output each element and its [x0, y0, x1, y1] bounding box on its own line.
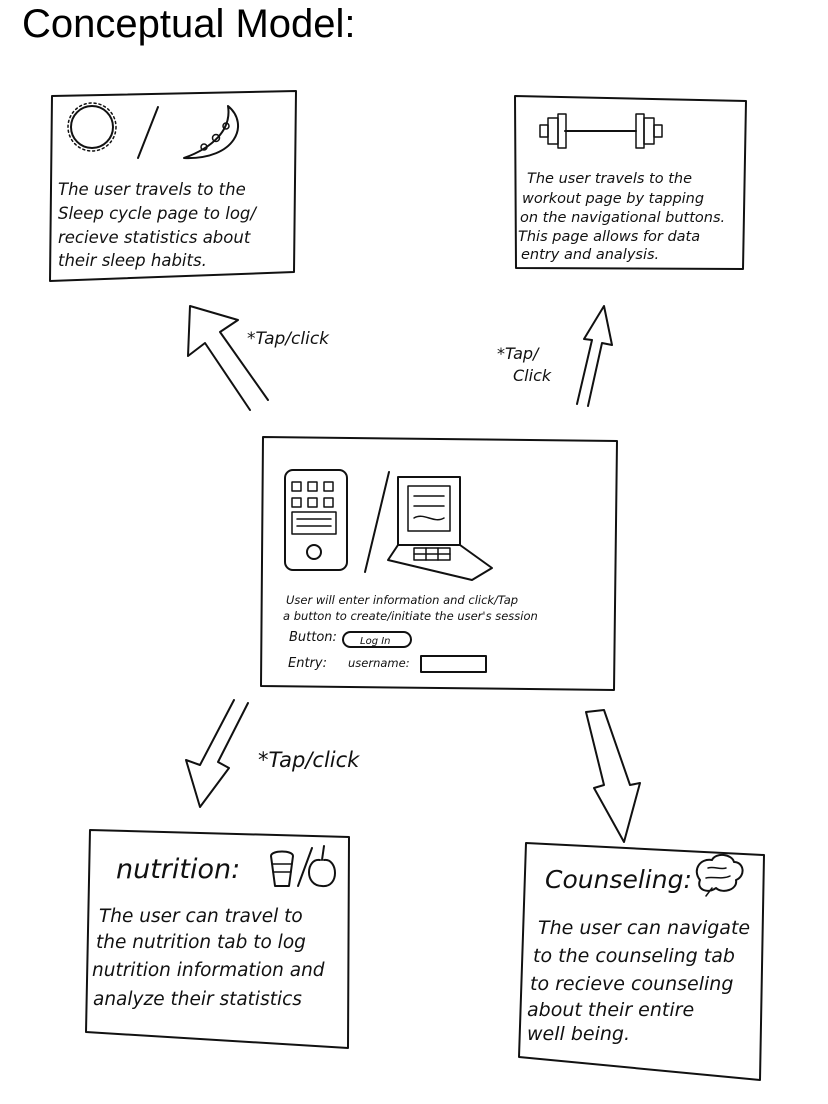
- dumbbell-icon: [539, 113, 663, 149]
- nutrition-heading: nutrition:: [116, 854, 240, 885]
- workout-text-line: entry and analysis.: [521, 247, 659, 263]
- svg-text:The user travels to the: The user travels to the Sleep cycle page…: [58, 180, 261, 270]
- login-text-line: User will enter information and click/Ta…: [286, 593, 518, 607]
- nutrition-box-border: [85, 829, 350, 1049]
- svg-text:The user can travel to t: The user can travel to the nutrition tab…: [92, 906, 330, 1010]
- arrow-to-sleep: [187, 305, 269, 411]
- edge-label-to-nutrition: *Tap/click: [258, 748, 360, 772]
- slash-divider: [297, 847, 313, 887]
- workout-text-line: workout page by tapping: [522, 191, 704, 207]
- counseling-text-line: about their entire: [527, 999, 694, 1021]
- slash-divider: [137, 106, 159, 159]
- workout-node: The user travels to the workout page by …: [514, 95, 747, 270]
- sleep-text-line: their sleep habits.: [58, 251, 207, 270]
- edge-label-to-sleep: *Tap/click: [247, 329, 330, 349]
- login-button-text: Log In: [360, 636, 391, 647]
- counseling-text-line: to the counseling tab: [533, 945, 735, 967]
- username-label: username:: [348, 656, 410, 670]
- sleep-box-border: [49, 90, 297, 282]
- nutrition-text-line: the nutrition tab to log: [96, 932, 306, 953]
- edge-label-to-workout: Click: [513, 366, 552, 385]
- cup-icon: [270, 850, 294, 887]
- button-label: Button:: [289, 630, 337, 645]
- moon-icon: [183, 105, 239, 160]
- username-field-sketch: [420, 655, 487, 673]
- svg-text:*Tap/ Click: *Tap/ Click: [497, 344, 552, 385]
- phone-icon: [284, 469, 348, 571]
- workout-text-line: on the navigational buttons.: [520, 210, 725, 226]
- counseling-text-line: well being.: [527, 1023, 630, 1045]
- login-node: User will enter information and click/Ta…: [260, 436, 618, 691]
- counseling-text-line: The user can navigate: [538, 917, 750, 939]
- counseling-box-border: [518, 842, 765, 1081]
- arrow-to-workout: [576, 305, 613, 407]
- workout-text-line: This page allows for data: [518, 229, 700, 245]
- nutrition-text-line: analyze their statistics: [93, 989, 302, 1010]
- counseling-node: Counseling: The user can navigate to the…: [518, 842, 765, 1081]
- page-title: Conceptual Model:: [22, 2, 356, 46]
- workout-box-border: [514, 95, 747, 270]
- nutrition-text-line: nutrition information and: [92, 960, 325, 981]
- sleep-text-line: Sleep cycle page to log/: [58, 204, 258, 223]
- sleep-node: The user travels to the Sleep cycle page…: [49, 90, 297, 282]
- brain-icon: [695, 854, 744, 897]
- sun-icon: [67, 102, 117, 152]
- counseling-text-line: to recieve counseling: [530, 973, 733, 995]
- arrow-to-counseling: [585, 709, 641, 843]
- laptop-icon: [387, 476, 493, 581]
- counseling-heading: Counseling:: [545, 865, 692, 894]
- svg-text:The user can navigate to: The user can navigate to the counseling …: [527, 917, 756, 1045]
- sleep-text-line: The user travels to the: [58, 180, 246, 199]
- svg-text:User will enter information an: User will enter information and click/Ta…: [283, 593, 538, 623]
- nutrition-text-line: The user can travel to: [99, 906, 303, 927]
- sleep-text-line: recieve statistics about: [58, 228, 251, 247]
- login-button-sketch: Log In: [342, 631, 412, 648]
- edge-label-to-workout: *Tap/: [497, 344, 540, 363]
- login-box-border: [260, 436, 618, 691]
- login-text-line: a button to create/initiate the user's s…: [283, 609, 538, 623]
- slash-divider: [364, 471, 390, 573]
- arrow-to-nutrition: [185, 699, 249, 808]
- svg-text:The user travels to the: The user travels to the workout page by …: [518, 171, 730, 263]
- entry-label: Entry:: [288, 656, 327, 671]
- apple-icon: [308, 845, 336, 887]
- workout-text-line: The user travels to the: [527, 171, 692, 187]
- nutrition-node: nutrition: The user can travel to the nu…: [85, 829, 350, 1049]
